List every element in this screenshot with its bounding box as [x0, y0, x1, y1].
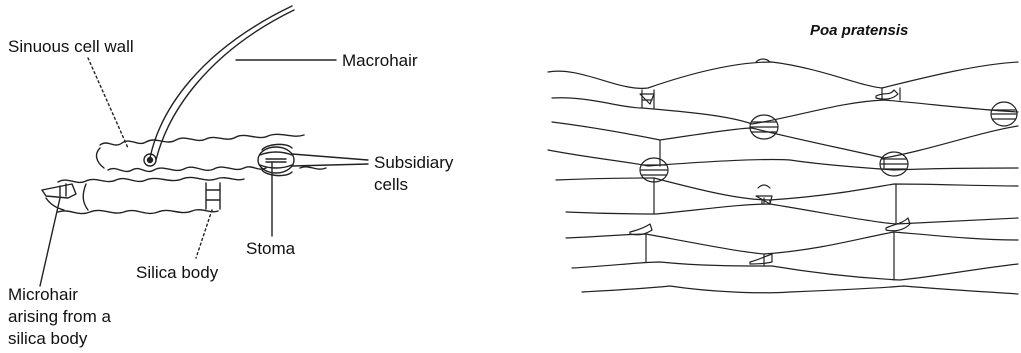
- label-silica-body: Silica body: [136, 262, 218, 283]
- leader-subsidiary-upper: [292, 154, 368, 160]
- cell-row-9: [582, 286, 1018, 294]
- label-subsidiary-cells-1: Subsidiary: [374, 152, 453, 173]
- right-epidermis-drawing: [548, 59, 1018, 294]
- label-sinuous-cell-wall: Sinuous cell wall: [8, 36, 134, 57]
- label-subsidiary-cells-2: cells: [374, 174, 408, 195]
- cell-row-2: [552, 98, 1018, 124]
- microhair-shape: [42, 184, 76, 198]
- label-microhair-2: arising from a: [8, 306, 111, 327]
- cell-row-6: [566, 204, 1018, 224]
- label-microhair-1: Microhair: [8, 284, 78, 305]
- cell-row-3: [552, 122, 1018, 158]
- label-stoma: Stoma: [246, 238, 295, 259]
- label-macrohair: Macrohair: [342, 50, 418, 71]
- silica-body-shape: [206, 183, 220, 209]
- figure-title-poa-pratensis: Poa pratensis: [810, 22, 908, 39]
- sinuous-wall-middle: [108, 167, 326, 172]
- cell-row-5: [556, 178, 1018, 200]
- label-microhair-3: silica body: [8, 328, 87, 349]
- leader-microhair: [40, 198, 60, 286]
- sinuous-wall-lower-top: [58, 177, 244, 182]
- leader-cell-wall: [88, 58, 128, 148]
- cell-row-8: [572, 262, 1018, 280]
- stoma-2: [991, 102, 1017, 126]
- cell-row-1: [548, 62, 1018, 88]
- sinuous-wall-lower-bottom: [58, 210, 218, 214]
- cell-row-7: [566, 232, 1018, 254]
- leader-silica: [196, 210, 212, 258]
- sinuous-wall-upper: [100, 134, 304, 145]
- stoma-1: [750, 115, 778, 139]
- cell-row-4: [548, 150, 1018, 170]
- stoma-shape: [258, 144, 294, 175]
- leader-subsidiary-lower: [292, 164, 368, 166]
